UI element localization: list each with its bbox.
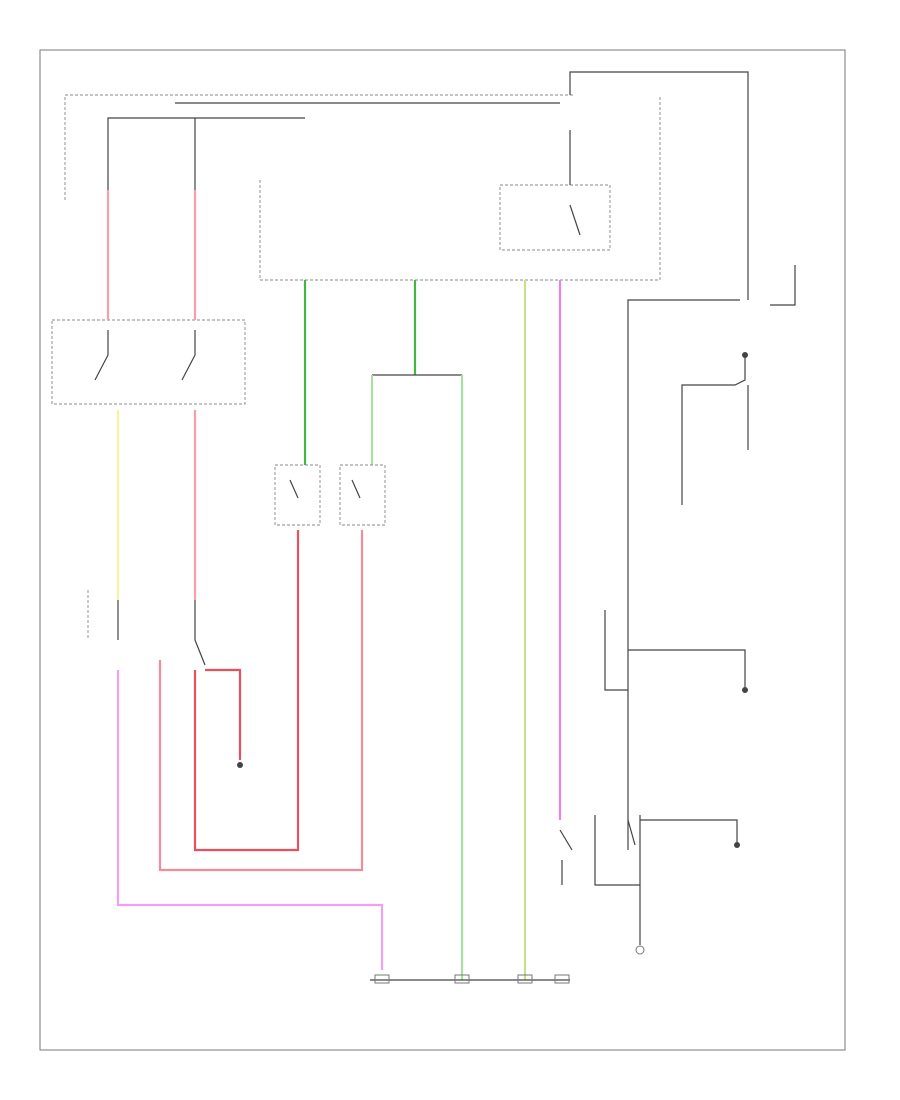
transmission-switch-contact — [351, 479, 361, 499]
ignition-switch-contacts — [94, 330, 196, 381]
wire-red-3 — [205, 668, 242, 760]
starter-relay-contacts — [569, 130, 581, 236]
lower-relay-contacts — [117, 600, 206, 666]
right-main-line — [627, 299, 740, 850]
mid-right-box — [604, 610, 628, 691]
mid-right-ground-line — [628, 649, 746, 690]
pcm-box — [259, 95, 661, 281]
bottom-connector-2-box — [454, 974, 470, 984]
clutch-switch-contact — [289, 479, 299, 499]
starter-relay-box — [499, 184, 611, 251]
battery-link — [770, 265, 796, 306]
top-branch-left — [107, 117, 305, 190]
wire-red-1 — [193, 530, 300, 852]
clutch-switch-box — [274, 464, 321, 526]
bottom-connector-3-box — [517, 974, 533, 984]
transmission-switch-box — [339, 464, 386, 526]
magenta-switch — [559, 829, 573, 885]
starter-relay-lower-contact — [627, 819, 636, 846]
right-branch-line — [681, 355, 746, 505]
starter-ground-line — [640, 819, 738, 845]
ground-symbol-1 — [237, 762, 243, 768]
battery-feed-line — [569, 71, 749, 300]
starter-motor-symbol — [635, 945, 645, 955]
top-dashed-feed — [64, 94, 575, 200]
bottom-connector-4-box — [554, 974, 570, 984]
bottom-connector-1-box — [374, 974, 390, 984]
wire-violet — [116, 670, 384, 970]
ignition-switch-box — [51, 319, 246, 405]
starter-relay-lower — [594, 815, 641, 886]
diagram-frame — [39, 49, 846, 1051]
wire-red-2 — [158, 530, 364, 872]
